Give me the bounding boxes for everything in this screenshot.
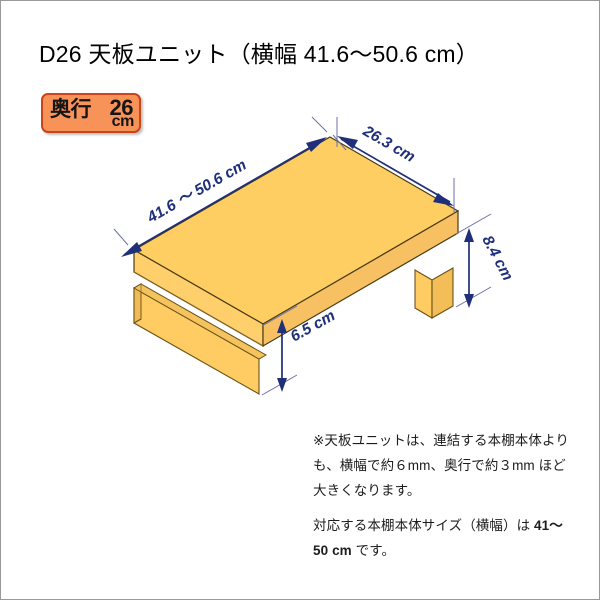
width-ext-line-far <box>311 116 328 133</box>
height84-arrowhead-bottom <box>464 294 474 308</box>
width-arrow-line <box>124 139 324 255</box>
shelf-top-unit-solid <box>132 136 460 395</box>
note-2-bold-value: 41〜50 cm <box>313 518 563 558</box>
height84-ext-bottom <box>455 286 492 308</box>
depth-arrow-line <box>340 138 451 203</box>
depth-arrowhead-right <box>433 193 454 206</box>
depth-badge-label: 奥行 <box>50 98 92 121</box>
depth-badge: 奥行 26 cm <box>41 93 141 133</box>
height84-arrowhead-top <box>464 228 474 242</box>
right-leg-front-face <box>414 269 433 319</box>
height65-ext-top <box>261 305 298 327</box>
note-compatible-size: 対応する本棚本体サイズ（横幅）は 41〜50 cm です。 <box>313 513 575 563</box>
height65-arrowhead-top <box>277 319 287 333</box>
width-arrowhead-right <box>306 137 327 152</box>
depth-arrowhead-left <box>337 136 358 149</box>
depth-badge-inner: 奥行 26 cm <box>43 95 139 131</box>
depth-badge-value: 26 <box>109 95 134 120</box>
height65-arrowhead-bottom <box>277 378 287 392</box>
note-2-prefix: 対応する本棚本体サイズ（横幅）は <box>313 518 535 533</box>
top-board-seam-line <box>133 271 264 347</box>
note-size-difference: ※天板ユニットは、連結する本棚本体よりも、横幅で約６mm、奥行で約３mm ほど大… <box>313 433 569 498</box>
depth-badge-unit: cm <box>111 113 135 130</box>
right-leg-side-face <box>431 267 454 319</box>
width-ext-line-near <box>113 228 129 246</box>
note-2-suffix: です。 <box>351 543 396 558</box>
width-arrowhead-left <box>121 242 142 257</box>
page-title: D26 天板ユニット（横幅 41.6〜50.6 cm） <box>39 41 479 67</box>
height84-ext-top <box>455 213 492 235</box>
dimension-leg-height-right: 8.4 cm <box>455 213 516 308</box>
width-ext-line-far2 <box>332 134 347 151</box>
height84-dimension-label: 8.4 cm <box>478 233 516 284</box>
left-leg-top-edge <box>132 283 268 360</box>
